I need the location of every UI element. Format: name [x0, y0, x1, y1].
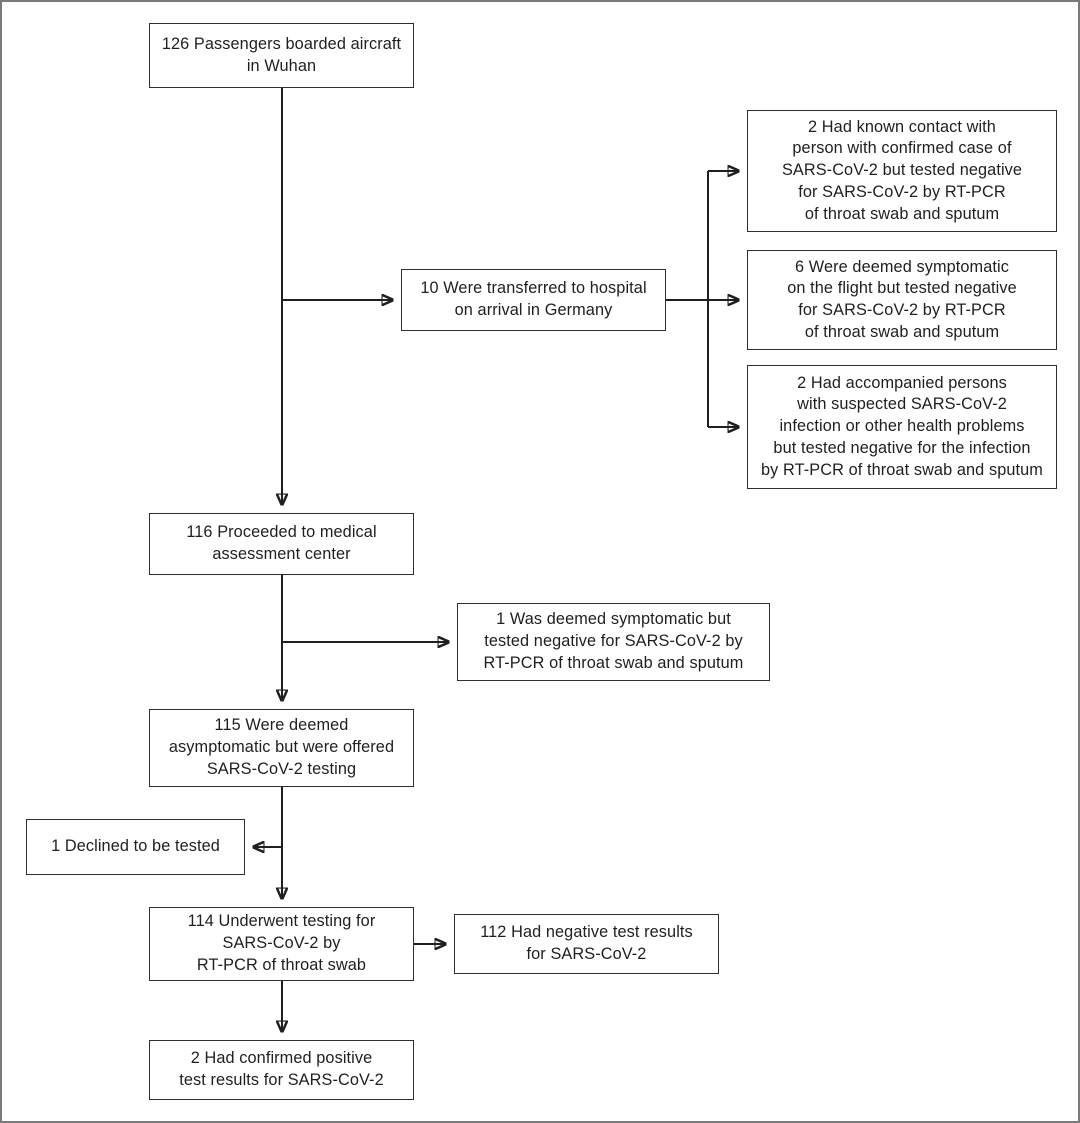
- node-label: 10 Were transferred to hospital on arriv…: [420, 279, 647, 319]
- node-known-contact-negative: 2 Had known contact with person with con…: [747, 110, 1057, 232]
- node-label: 2 Had accompanied persons with suspected…: [761, 373, 1043, 479]
- node-transferred-to-hospital: 10 Were transferred to hospital on arriv…: [401, 269, 666, 331]
- node-label: 112 Had negative test results for SARS-C…: [480, 923, 693, 963]
- connector-asymptomatic-to-declined: [253, 787, 283, 847]
- node-label: 1 Was deemed symptomatic but tested nega…: [483, 610, 744, 672]
- node-underwent-testing: 114 Underwent testing for SARS-CoV-2 by …: [149, 907, 414, 981]
- connector-boarded-to-transferred: [281, 88, 393, 300]
- node-label: 6 Were deemed symptomatic on the flight …: [787, 257, 1017, 341]
- node-symptomatic-at-center-negative: 1 Was deemed symptomatic but tested nega…: [457, 603, 770, 681]
- connector-proceeded-to-symptomatic-center: [281, 575, 449, 642]
- node-label: 115 Were deemed asymptomatic but were of…: [168, 716, 395, 778]
- node-accompanied-persons-negative: 2 Had accompanied persons with suspected…: [747, 365, 1057, 489]
- node-asymptomatic-offered-testing: 115 Were deemed asymptomatic but were of…: [149, 709, 414, 787]
- node-symptomatic-on-flight-negative: 6 Were deemed symptomatic on the flight …: [747, 250, 1057, 350]
- node-label: 114 Underwent testing for SARS-CoV-2 by …: [187, 912, 376, 974]
- node-passengers-boarded: 126 Passengers boarded aircraft in Wuhan: [149, 23, 414, 88]
- node-proceeded-to-assessment-center: 116 Proceeded to medical assessment cent…: [149, 513, 414, 575]
- node-label: 116 Proceeded to medical assessment cent…: [186, 523, 377, 563]
- node-confirmed-positive-results: 2 Had confirmed positive test results fo…: [149, 1040, 414, 1100]
- node-label: 126 Passengers boarded aircraft in Wuhan: [161, 34, 402, 75]
- node-label: 1 Declined to be tested: [51, 837, 220, 856]
- node-declined-testing: 1 Declined to be tested: [26, 819, 245, 875]
- node-label: 2 Had confirmed positive test results fo…: [179, 1049, 384, 1089]
- node-negative-test-results: 112 Had negative test results for SARS-C…: [454, 914, 719, 974]
- node-label: 2 Had known contact with person with con…: [781, 117, 1023, 223]
- connector-transferred-branch-trunk: [666, 171, 709, 427]
